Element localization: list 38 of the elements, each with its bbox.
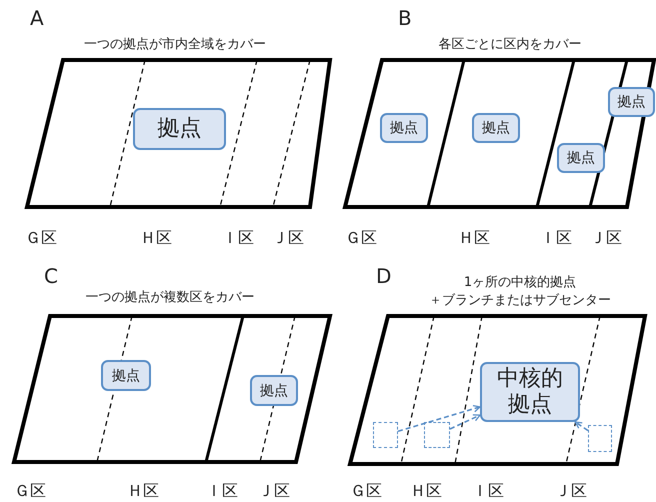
- panel-title: 一つの拠点が複数区をカバー: [84, 289, 256, 307]
- district-label: Ｇ区: [14, 482, 46, 500]
- dashed-box: [588, 425, 612, 452]
- district-label: Ｊ区: [590, 229, 622, 247]
- district-label: Ｈ区: [127, 482, 159, 500]
- dashed-box: [424, 422, 450, 448]
- base-box: 中核的拠点: [480, 362, 580, 422]
- district-label: Ｈ区: [140, 229, 172, 247]
- district-label: Ｉ区: [222, 229, 254, 247]
- panel-letter: C: [44, 265, 58, 287]
- district-label: Ｉ区: [540, 229, 572, 247]
- district-label: Ｉ区: [206, 482, 238, 500]
- panel-title: 1ヶ所の中核的拠点＋ブランチまたはサブセンター: [428, 274, 612, 310]
- panel-letter: D: [376, 265, 392, 287]
- district-label: Ｊ区: [272, 229, 304, 247]
- base-box: 拠点: [472, 113, 520, 143]
- arrow: [398, 405, 481, 432]
- district-label: Ｇ区: [350, 482, 382, 500]
- base-box: 拠点: [380, 113, 428, 143]
- base-box: 拠点: [133, 108, 226, 150]
- dashed-box: [373, 422, 398, 448]
- arrow: [450, 414, 481, 430]
- district-label: Ｇ区: [25, 229, 57, 247]
- district-label: Ｉ区: [472, 482, 504, 500]
- base-box: 拠点: [557, 143, 605, 173]
- district-label: Ｇ区: [345, 229, 377, 247]
- base-box: 拠点: [250, 375, 298, 406]
- panel-letter: B: [398, 7, 412, 29]
- arrow: [574, 421, 588, 432]
- panel-letter: A: [30, 7, 44, 29]
- panel-title: 一つの拠点が市内全域をカバー: [83, 36, 267, 54]
- base-box: 拠点: [101, 360, 151, 391]
- district-label: Ｊ区: [258, 482, 290, 500]
- panel-title: 各区ごとに区内をカバー: [438, 36, 582, 54]
- base-box: 拠点: [608, 87, 655, 117]
- district-label: Ｈ区: [458, 229, 490, 247]
- district-label: Ｈ区: [410, 482, 442, 500]
- district-label: Ｊ区: [555, 482, 587, 500]
